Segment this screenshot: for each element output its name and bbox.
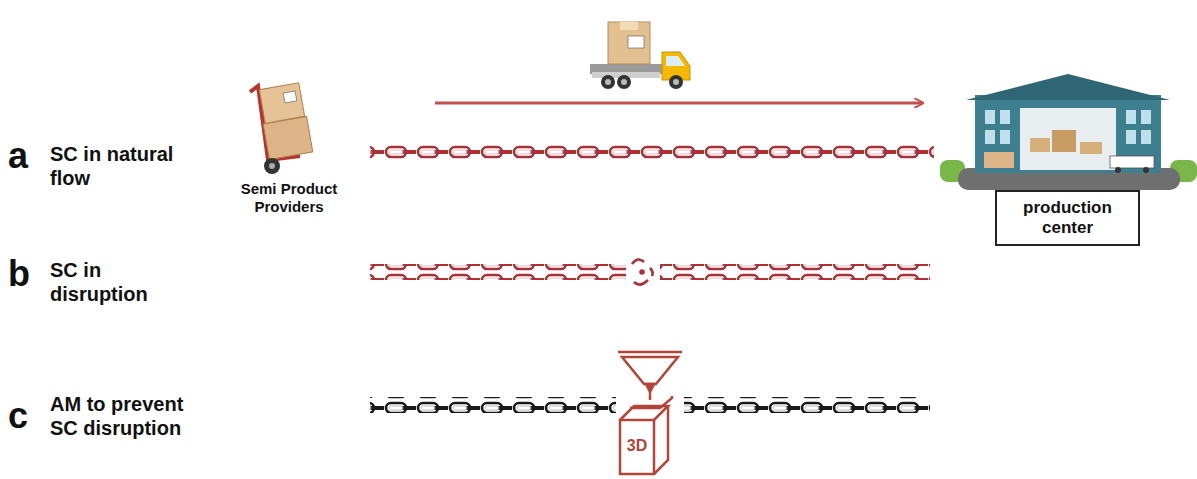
- row-letter: c: [8, 396, 42, 436]
- building-icon: [940, 74, 1197, 190]
- chain: [684, 397, 930, 413]
- row-title: AM to prevent SC disruption: [50, 392, 210, 440]
- chain: [370, 144, 934, 160]
- flow-arrow: [435, 102, 922, 105]
- row-title: SC in natural flow: [50, 142, 180, 190]
- row-title: SC in disruption: [50, 258, 180, 306]
- chain: [370, 397, 616, 413]
- hand-truck-icon: [250, 83, 313, 174]
- production-center-box: production center: [995, 190, 1140, 246]
- printer-mark: 3D: [620, 436, 654, 456]
- node-text: production center: [997, 198, 1138, 238]
- truck-icon: [590, 22, 690, 89]
- 3d-printer-icon: [618, 352, 682, 474]
- provider-label: Semi Product Providers: [232, 180, 346, 216]
- row-letter: a: [8, 136, 42, 176]
- chain: [370, 264, 626, 280]
- broken-link: [632, 259, 653, 284]
- chain: [660, 264, 930, 280]
- row-letter: b: [8, 254, 42, 294]
